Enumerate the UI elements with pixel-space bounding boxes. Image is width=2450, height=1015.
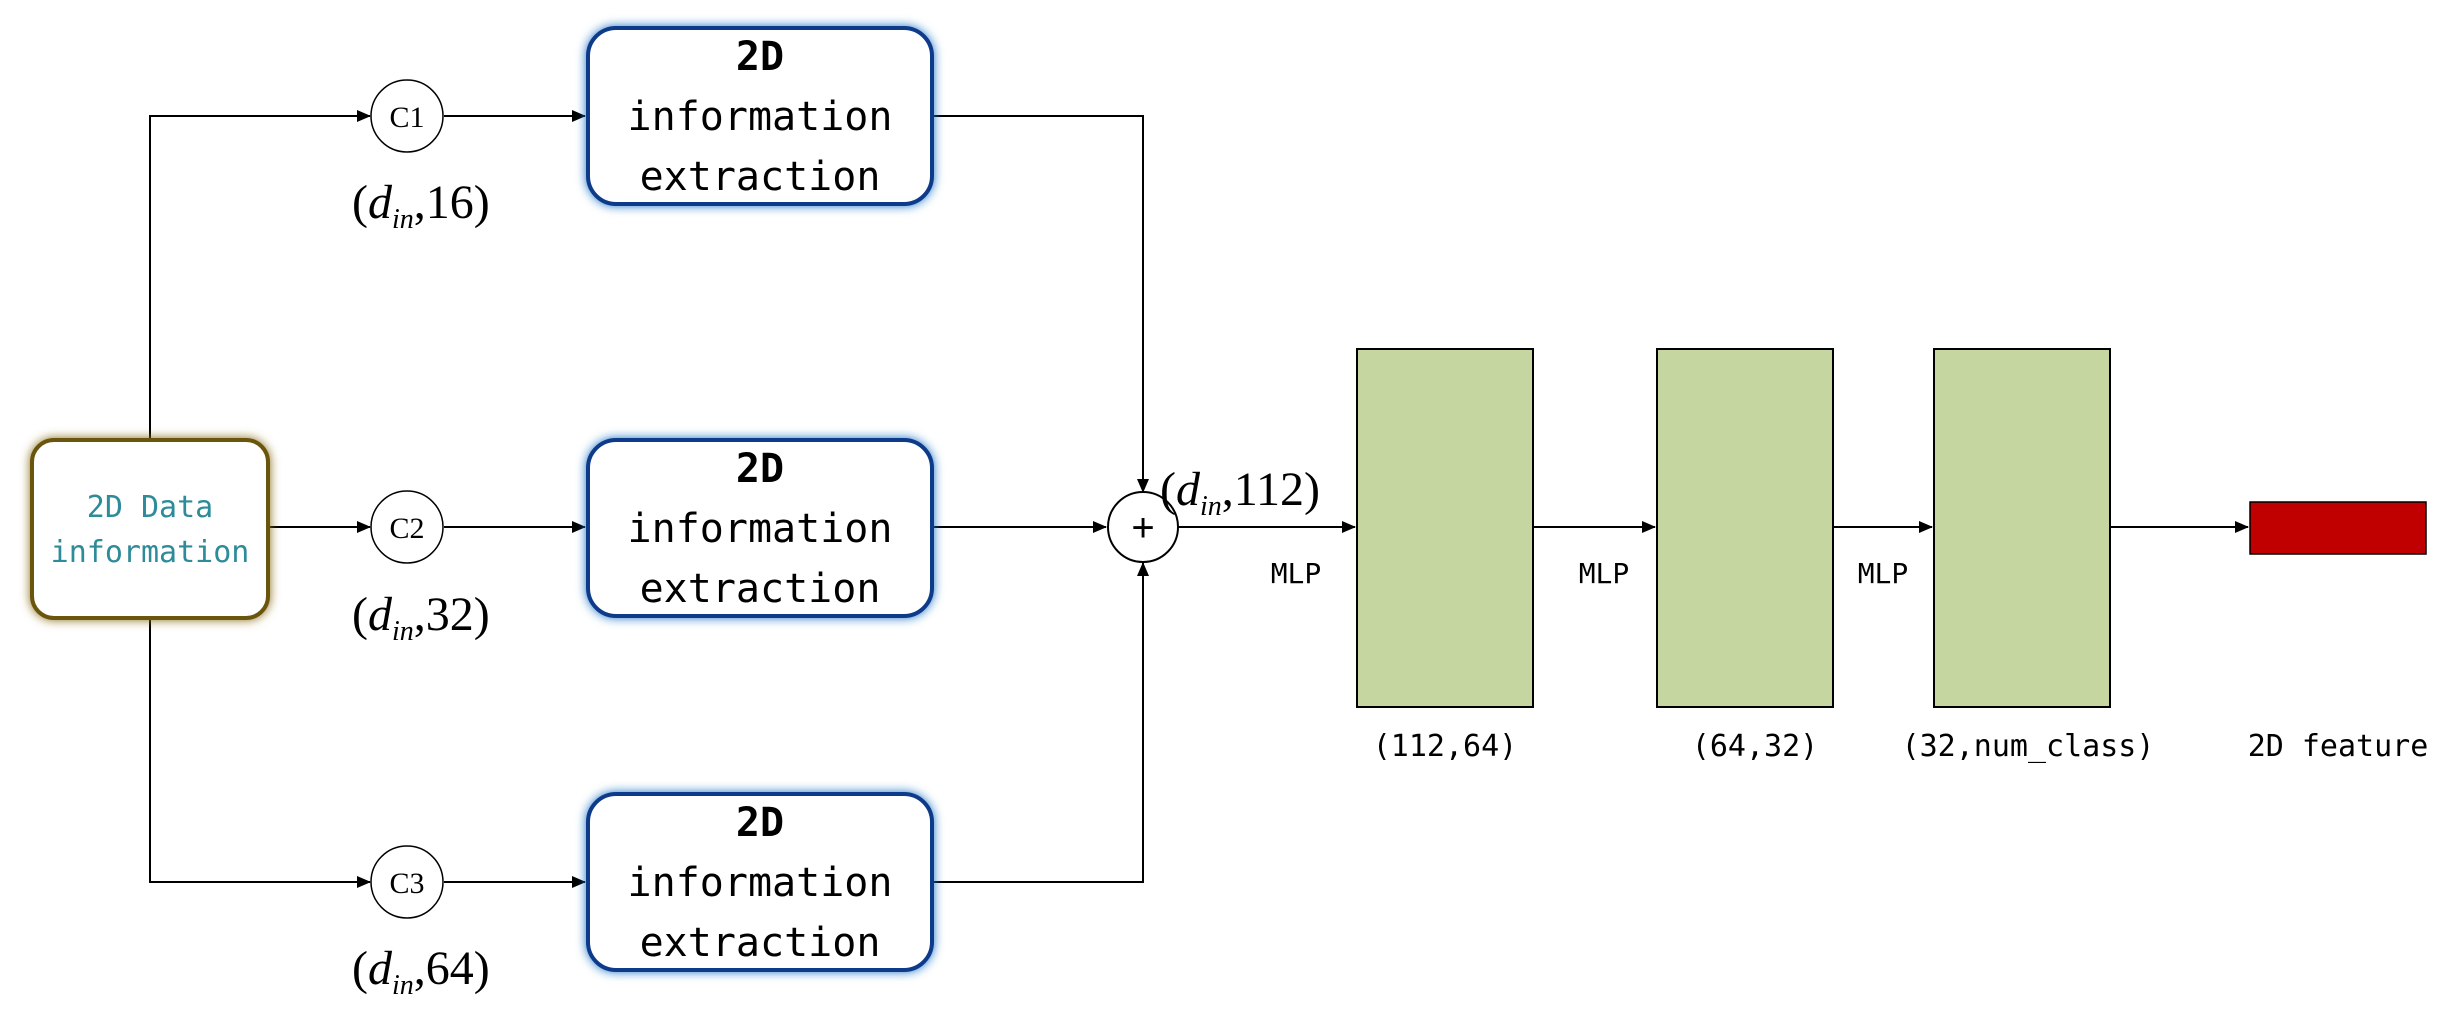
input-block-line1: 2D Data — [87, 490, 213, 525]
dim-subscript: in — [392, 204, 414, 235]
dim-variable: d — [368, 942, 393, 995]
connector-input-to-c3 — [149, 618, 371, 888]
branch-2: C2 (din,32) 2D information extraction — [352, 438, 934, 647]
extraction-block-3 — [586, 792, 934, 972]
dim-label-c2: (din,32) — [352, 588, 490, 647]
dim-rest: ,112) — [1222, 463, 1320, 516]
mlp-layer-3-dims: (32,num_class) — [1902, 729, 2155, 764]
extraction-block-3-line2: information — [628, 860, 893, 906]
conv-label-c1: C1 — [389, 101, 424, 134]
dim-rest: ,32) — [414, 588, 490, 641]
extraction-block-3-line1: 2D — [736, 800, 784, 846]
extraction-block-1 — [586, 26, 934, 206]
dim-subscript: in — [1200, 491, 1222, 522]
branch-3: C3 (din,64) 2D information extraction — [352, 792, 934, 1001]
extraction-block-3-line3: extraction — [640, 920, 881, 966]
sum-symbol: + — [1131, 506, 1154, 550]
connector-extraction1-to-sum — [932, 115, 1149, 493]
branch-1: C1 (din,16) 2D information extraction — [352, 26, 934, 235]
dim-open: ( — [1160, 463, 1176, 516]
extraction-block-2-line3: extraction — [640, 566, 881, 612]
dim-open: ( — [352, 176, 368, 229]
sum-dim-label: (din,112) — [1160, 463, 1320, 522]
conv-label-c3: C3 — [389, 867, 424, 900]
conv-node-c2 — [370, 490, 444, 564]
mlp-arrow-label-1: MLP — [1271, 557, 1322, 590]
mlp-layer-1: (112,64) — [1356, 348, 1534, 764]
dim-label-c1: (din,16) — [352, 176, 490, 235]
dim-variable: d — [1176, 463, 1201, 516]
mlp-layer-2: (64,32) — [1656, 348, 1834, 764]
extraction-block-2 — [586, 438, 934, 618]
connector-extraction3-to-sum — [932, 562, 1149, 883]
dim-variable: d — [368, 588, 393, 641]
extraction-block-2-line2: information — [628, 506, 893, 552]
mlp-layer-1-dims: (112,64) — [1373, 729, 1518, 764]
dim-label-c3: (din,64) — [352, 942, 490, 1001]
connectors — [149, 110, 2249, 888]
dim-subscript: in — [392, 616, 414, 647]
input-block-line2: information — [51, 535, 250, 570]
mlp-arrow-label-3: MLP — [1858, 557, 1909, 590]
conv-node-c1 — [370, 79, 444, 153]
extraction-block-1-line2: information — [628, 94, 893, 140]
mlp-layer-2-dims: (64,32) — [1692, 729, 1818, 764]
dim-open: ( — [352, 942, 368, 995]
output-feature-bar — [2249, 501, 2427, 555]
mlp-layer-3: (32,num_class) — [1902, 348, 2155, 764]
output-feature: 2D feature — [2248, 501, 2429, 764]
conv-node-c3 — [370, 845, 444, 919]
connector-input-to-c1 — [149, 110, 371, 440]
extraction-block-1-line1: 2D — [736, 34, 784, 80]
mlp-arrow-label-2: MLP — [1579, 557, 1630, 590]
dim-rest: ,64) — [414, 942, 490, 995]
input-block: 2D Data information — [30, 438, 270, 620]
extraction-block-1-line3: extraction — [640, 154, 881, 200]
dim-open: ( — [352, 588, 368, 641]
extraction-block-2-line1: 2D — [736, 446, 784, 492]
sum-node: + (din,112) — [1107, 463, 1320, 563]
sum-circle — [1107, 491, 1179, 563]
dim-rest: ,16) — [414, 176, 490, 229]
output-feature-label: 2D feature — [2248, 729, 2429, 764]
conv-label-c2: C2 — [389, 512, 424, 545]
dim-subscript: in — [392, 970, 414, 1001]
dim-variable: d — [368, 176, 393, 229]
